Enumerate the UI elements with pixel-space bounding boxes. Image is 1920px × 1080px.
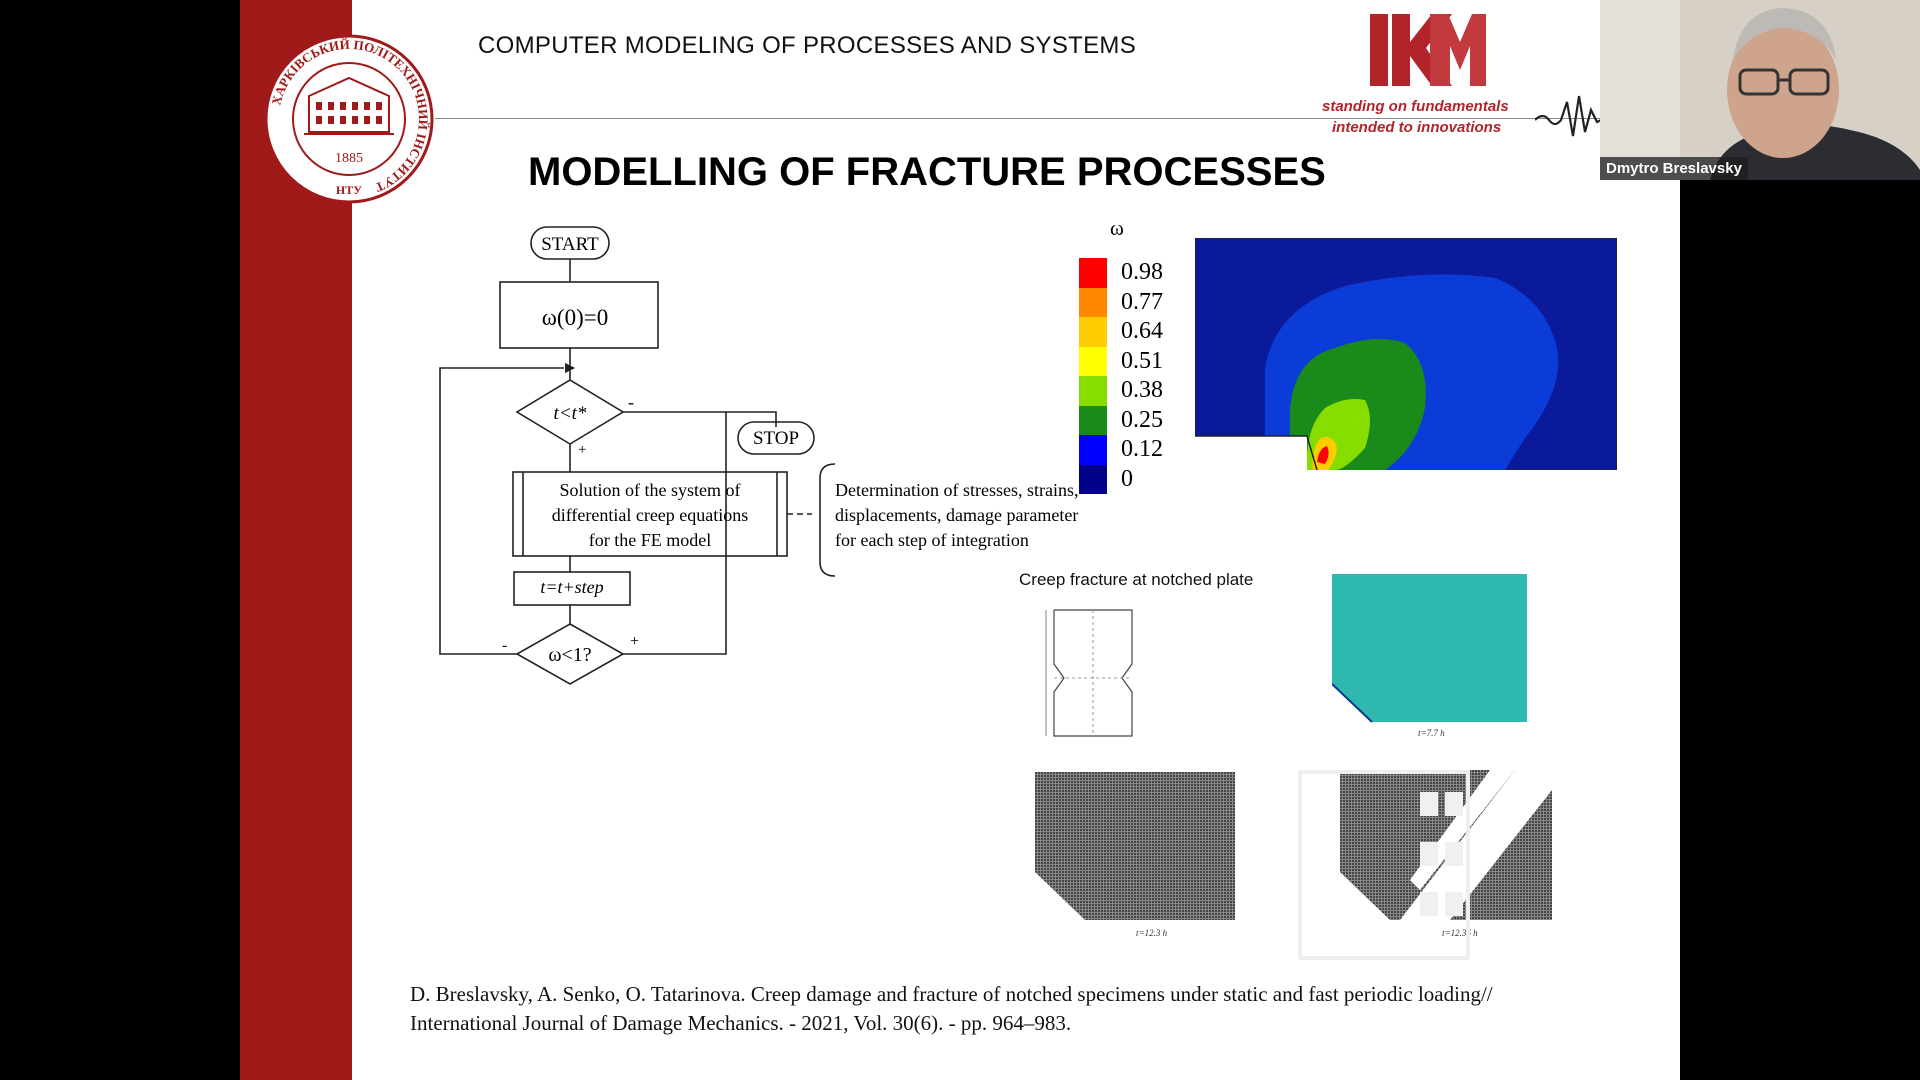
tagline-line-2: intended to innovations	[1332, 119, 1502, 136]
svg-text:Solution of the system of: Solution of the system of	[560, 480, 741, 500]
algorithm-flowchart: START ω(0)=0 t<t* - + STOP Solution of t…	[439, 226, 1078, 685]
participant-avatar	[1600, 0, 1920, 180]
legend-entry: 0.25	[1079, 405, 1163, 435]
svg-text:1885: 1885	[335, 151, 363, 166]
department-logo	[1370, 14, 1486, 86]
waveform-icon	[1535, 95, 1605, 137]
svg-text:t<t*: t<t*	[554, 403, 587, 424]
mesh-time-label: t=12.36 h	[1442, 928, 1478, 938]
legend-entry: 0	[1079, 464, 1163, 494]
presentation-slide: ХАРКІВСЬКИЙ ПОЛІТЕХНІЧНИЙ ІНСТИТУТ 1885 …	[240, 0, 1680, 1080]
mesh-time-label: t=7.7 h	[1418, 728, 1445, 738]
svg-text:for each step of integration: for each step of integration	[835, 530, 1029, 550]
contour-legend: 0.98 0.77 0.64 0.51 0.38 0.25 0.12 0	[1079, 258, 1163, 494]
notched-specimen-drawing	[1045, 609, 1133, 737]
legend-entry: 0.51	[1079, 346, 1163, 376]
legend-entry: 0.12	[1079, 435, 1163, 465]
svg-text:-: -	[628, 392, 634, 412]
slide-header: COMPUTER MODELING OF PROCESSES AND SYSTE…	[478, 32, 1137, 59]
svg-text:+: +	[578, 442, 586, 458]
mesh-plot-t2	[1035, 772, 1235, 922]
svg-text:STOP: STOP	[753, 428, 799, 449]
reference-line-2: International Journal of Damage Mechanic…	[410, 1011, 1072, 1035]
svg-text:for the FE model: for the FE model	[589, 530, 711, 550]
svg-text:НТУ: НТУ	[336, 183, 362, 197]
mesh-plot-t1	[1332, 574, 1527, 723]
legend-entry: 0.98	[1079, 258, 1163, 288]
header-divider	[435, 118, 1605, 119]
legend-entry: 0.38	[1079, 376, 1163, 406]
mesh-time-label: t=12.3 h	[1136, 928, 1168, 938]
damage-symbol: ω	[1110, 216, 1124, 240]
legend-entry: 0.77	[1079, 287, 1163, 317]
legend-entry: 0.64	[1079, 317, 1163, 347]
tagline-line-1: standing on fundamentals	[1322, 98, 1509, 115]
damage-contour-plot	[1195, 238, 1617, 470]
participant-video-tile[interactable]: Dmytro Breslavsky	[1600, 0, 1920, 180]
slide-title: MODELLING OF FRACTURE PROCESSES	[528, 150, 1326, 194]
creep-fracture-caption: Creep fracture at notched plate	[1019, 570, 1254, 589]
svg-text:-: -	[502, 637, 507, 654]
svg-text:Determination of stresses, str: Determination of stresses, strains,	[835, 480, 1078, 500]
svg-text:START: START	[541, 234, 599, 255]
reference-line-1: D. Breslavsky, A. Senko, O. Tatarinova. …	[410, 982, 1493, 1006]
participant-name-label: Dmytro Breslavsky	[1600, 157, 1748, 180]
svg-text:+: +	[630, 633, 639, 650]
watermark-building	[1298, 770, 1470, 960]
svg-text:differential creep equations: differential creep equations	[552, 505, 749, 525]
svg-text:ω(0)=0: ω(0)=0	[542, 305, 608, 330]
university-seal-logo: ХАРКІВСЬКИЙ ПОЛІТЕХНІЧНИЙ ІНСТИТУТ 1885 …	[264, 34, 434, 204]
svg-text:ω<1?: ω<1?	[548, 644, 591, 666]
svg-text:displacements, damage paramete: displacements, damage parameter	[835, 505, 1078, 525]
svg-text:t=t+step: t=t+step	[540, 577, 603, 597]
